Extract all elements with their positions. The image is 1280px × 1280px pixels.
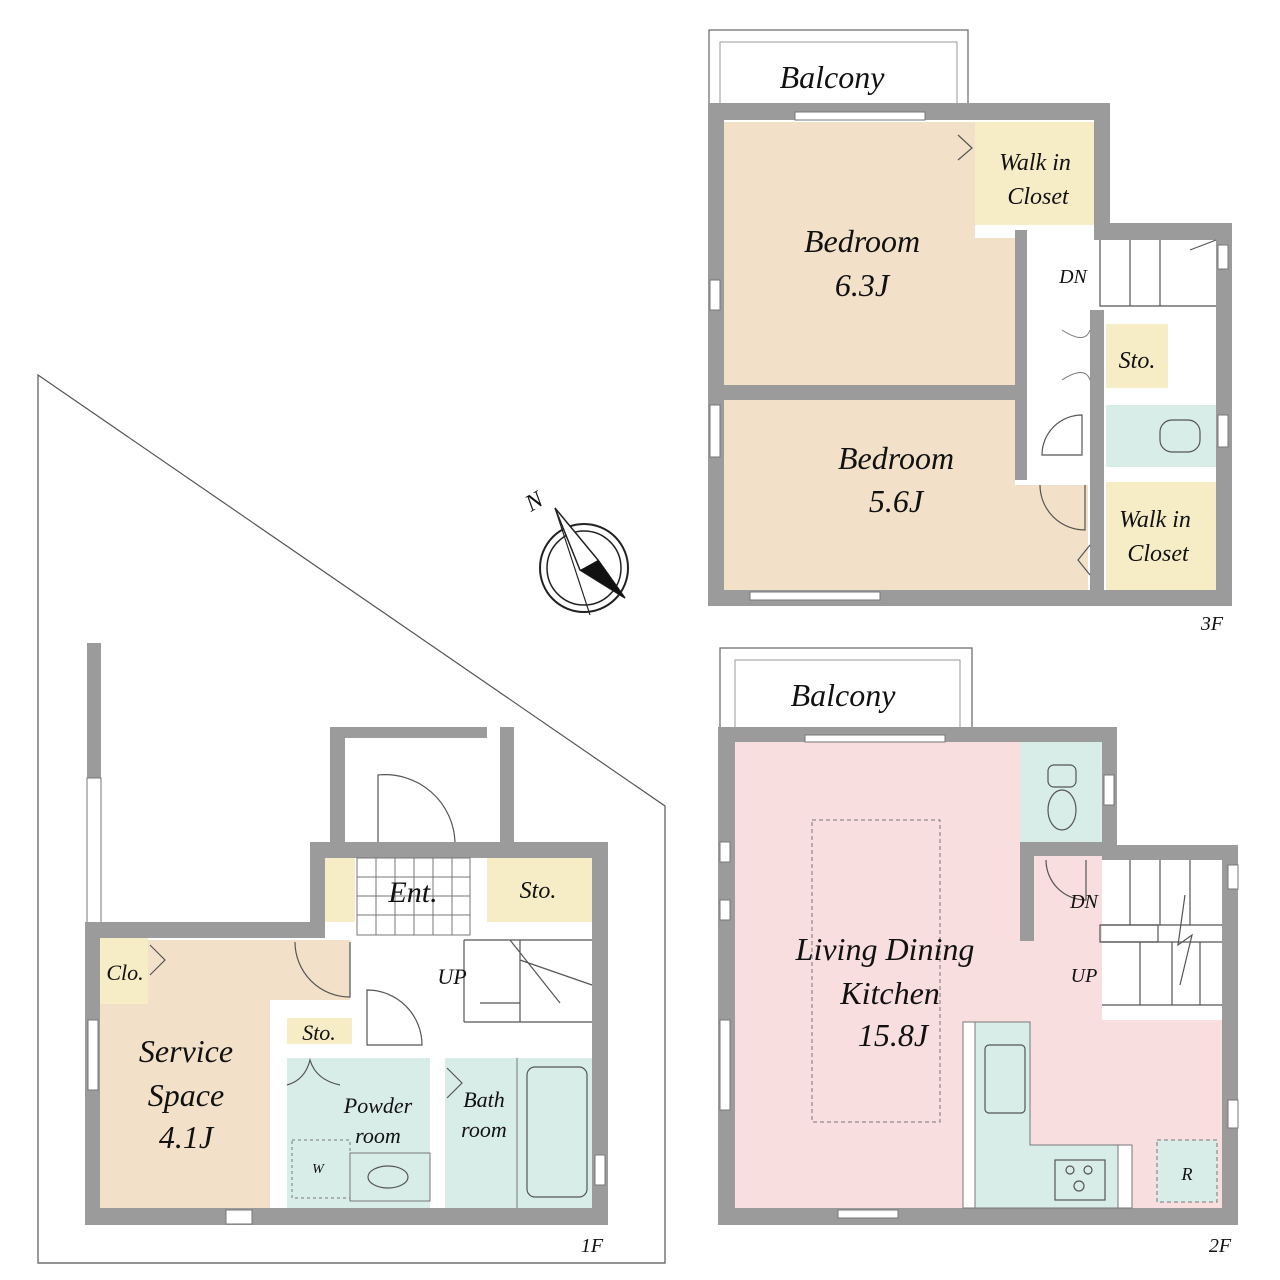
stairs-dn-2f: DN <box>1069 891 1099 913</box>
floor-2f: Balcony Living Dining Kitchen 15.8J DN U… <box>718 647 1239 1257</box>
powder-line1: Powder <box>343 1093 413 1118</box>
washbasin-icon <box>367 1165 409 1189</box>
bedroom-5-6j <box>724 400 1088 590</box>
stairs-up-2f: UP <box>1071 965 1098 987</box>
walk-in-closet-1 <box>975 122 1094 225</box>
fridge-space <box>1156 1139 1218 1203</box>
closet-label-1f: Clo. <box>106 960 143 985</box>
staircase-2f[interactable] <box>1102 860 1222 1020</box>
storage-small-1f <box>287 1018 352 1044</box>
bathtub-icon <box>526 1066 588 1198</box>
stove-icon <box>1054 1159 1106 1201</box>
service-size: 4.1J <box>159 1119 215 1155</box>
wic2-line2: Closet <box>1127 541 1190 567</box>
closet-1f <box>100 938 148 1004</box>
ldk-line2: Kitchen <box>839 975 940 1011</box>
bath-line2: room <box>461 1117 507 1142</box>
bedroom2-name: Bedroom <box>838 440 954 476</box>
storage-3f <box>1106 324 1168 388</box>
staircase-1f[interactable] <box>463 939 593 1023</box>
wic1-line2: Closet <box>1007 184 1070 210</box>
bedroom2-size: 5.6J <box>869 483 925 519</box>
walls-3f <box>708 103 1232 606</box>
bedroom1-name: Bedroom <box>804 223 920 259</box>
floor-label-1f: 1F <box>581 1235 604 1257</box>
balcony-2f <box>719 647 973 735</box>
ldk-size: 15.8J <box>858 1017 930 1053</box>
walls-1f <box>85 842 608 1225</box>
floor-3f: Balcony Bedroom 6.3J Bedroom 5.6J Walk i… <box>708 29 1232 635</box>
entrance <box>356 857 471 936</box>
stairs-up-1f: UP <box>437 964 466 989</box>
balcony-label-3f: Balcony <box>780 59 886 95</box>
bedroom-6-3j <box>724 122 1015 385</box>
service-line1: Service <box>139 1033 233 1069</box>
wic2-line1: Walk in <box>1119 507 1191 533</box>
toilet-icon <box>1159 419 1201 453</box>
fridge-label: R <box>1181 1164 1193 1184</box>
floor-label-3f: 3F <box>1200 613 1224 635</box>
bath-line1: Bath <box>463 1087 505 1112</box>
walls-2f <box>718 727 1238 1225</box>
floor-1f: Ent. Sto. Sto. Clo. Service Space 4.1J P… <box>37 373 666 1264</box>
powder-line2: room <box>355 1123 401 1148</box>
site-boundary <box>37 373 666 1264</box>
compass: N <box>520 486 629 616</box>
storage-label-1f: Sto. <box>520 878 557 904</box>
balcony-label-2f: Balcony <box>791 677 897 713</box>
bath-room <box>445 1058 592 1208</box>
storage-label-3f: Sto. <box>1119 348 1156 374</box>
wic1-line1: Walk in <box>999 150 1071 176</box>
sink-icon <box>984 1044 1026 1114</box>
entrance-label: Ent. <box>387 876 437 909</box>
washer-label: W <box>312 1162 325 1177</box>
service-line2: Space <box>148 1077 224 1113</box>
walk-in-closet-2 <box>1106 482 1216 590</box>
storage-1f <box>487 858 592 922</box>
stairs-dn-3f: DN <box>1058 266 1088 288</box>
storage-small-label-1f: Sto. <box>302 1020 336 1045</box>
balcony-3f <box>708 29 969 107</box>
toilet-3f <box>1106 405 1216 467</box>
bedroom1-size: 6.3J <box>835 267 891 303</box>
toilet-2f <box>1020 742 1102 842</box>
toilet-icon <box>1047 789 1077 831</box>
ldk-line1: Living Dining <box>795 931 975 967</box>
living-dining-kitchen <box>735 742 1222 1208</box>
dining-table-outline <box>811 819 941 1123</box>
floor-label-2f: 2F <box>1209 1235 1232 1257</box>
compass-north-label: N <box>520 486 549 518</box>
service-space <box>100 940 350 1208</box>
